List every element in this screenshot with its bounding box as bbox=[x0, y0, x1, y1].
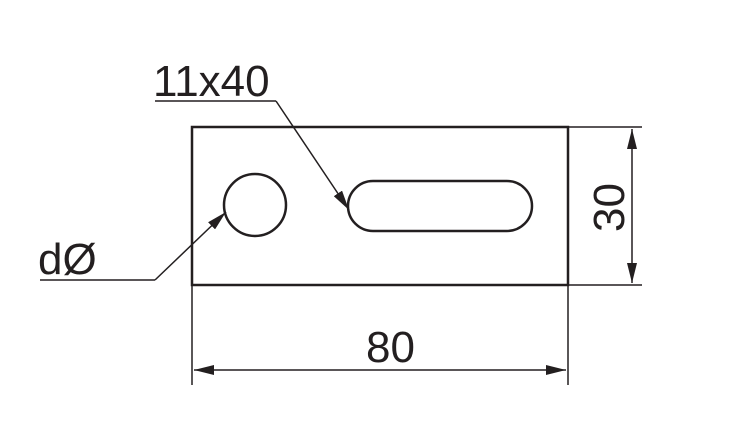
width-dimension-lines bbox=[191, 285, 569, 385]
slot-leader bbox=[155, 100, 350, 211]
plate-outline bbox=[190, 125, 570, 287]
height-dimension-label: 30 bbox=[585, 183, 634, 232]
hole-leader bbox=[40, 211, 227, 281]
slot-label: 11x40 bbox=[153, 57, 270, 106]
width-dimension-label: 80 bbox=[366, 323, 415, 372]
hole bbox=[222, 172, 288, 238]
hole-diameter-label: dØ bbox=[38, 235, 97, 284]
slot bbox=[346, 179, 534, 233]
height-dimension-lines bbox=[568, 126, 642, 286]
